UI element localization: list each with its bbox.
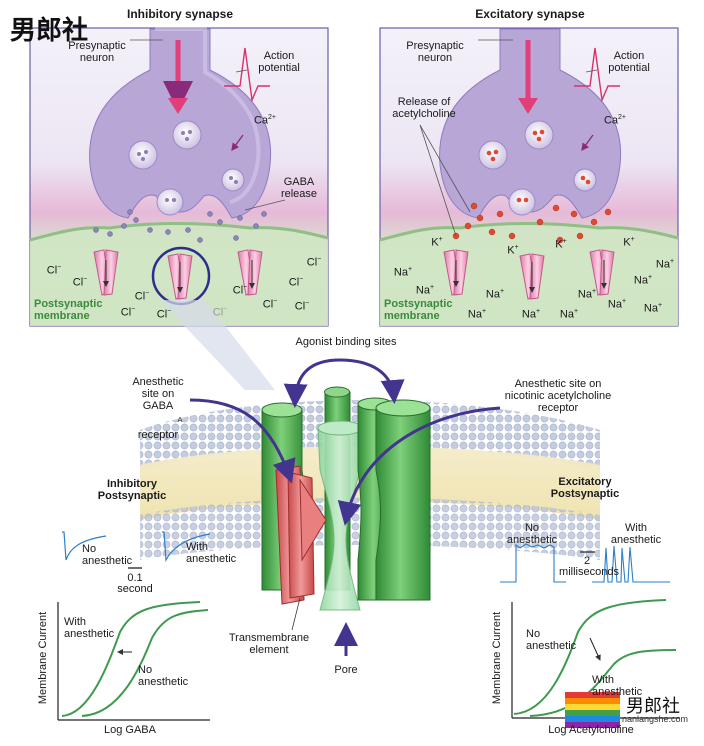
excitatory-traces xyxy=(500,543,670,583)
cl-ion: Cl− xyxy=(294,300,310,313)
excitatory-traces-heading: Excitatory Postsynaptic xyxy=(550,476,620,500)
inhibitory-trace-with-anesthetic-label: With anesthetic xyxy=(186,541,237,565)
ach-plot-with-label: With anesthetic xyxy=(592,674,643,698)
gaba-plot xyxy=(57,601,210,721)
pore-label: Pore xyxy=(334,664,358,676)
inhibitory-synapse-panel xyxy=(29,27,329,327)
inhibitory-trace-no-anesthetic-label: No anesthetic xyxy=(82,543,133,567)
excitatory-postsynaptic-label: Postsynaptic membrane xyxy=(384,298,453,322)
inhibitory-presynaptic-label: Presynaptic neuron xyxy=(68,40,126,64)
ach-plot-ylabel: Membrane Current xyxy=(491,611,503,705)
gaba-plot-with-label: With anesthetic xyxy=(64,616,115,640)
watermark-logo: 男郎社 xyxy=(10,16,89,46)
na-ion: Na+ xyxy=(393,266,413,279)
na-ion: Na+ xyxy=(633,274,653,287)
inhibitory-scale-value: 0.1 xyxy=(127,572,143,584)
watermark-logo-bottom: 男郎社 xyxy=(626,696,680,717)
ach-plot-xlabel: Log Acetylcholine xyxy=(548,724,634,736)
na-ion: Na+ xyxy=(467,308,487,321)
inhibitory-traces-heading: Inhibitory Postsynaptic xyxy=(97,478,167,502)
inhibitory-ca-label: Ca2+ xyxy=(253,114,277,127)
k-ion: K+ xyxy=(507,244,519,257)
excitatory-trace-with-anesthetic-label: With anesthetic xyxy=(610,522,662,546)
cl-ion: Cl− xyxy=(134,290,150,303)
excitatory-scale-value: 2 xyxy=(583,555,591,567)
inhibitory-action-potential-label: Action potential xyxy=(258,50,300,74)
cl-ion: Cl− xyxy=(72,276,88,289)
inhibitory-traces xyxy=(62,531,211,569)
anesthetic-nach-label: Anesthetic site on nicotinic acetylcholi… xyxy=(504,378,612,414)
agonist-sites-label: Agonist binding sites xyxy=(295,336,397,348)
inhibitory-scale-unit: second xyxy=(117,583,153,595)
inhibitory-panel-title: Inhibitory synapse xyxy=(126,7,234,21)
excitatory-scale-unit: milliseconds xyxy=(559,566,619,578)
transmembrane-label: Transmembrane element xyxy=(228,632,310,656)
watermark-flag xyxy=(565,692,620,728)
na-ion: Na+ xyxy=(415,284,435,297)
cl-ion: Cl− xyxy=(120,306,136,319)
na-ion: Na+ xyxy=(607,298,627,311)
na-ion: Na+ xyxy=(559,308,579,321)
cl-ion: Cl− xyxy=(306,256,322,269)
k-ion: K+ xyxy=(431,236,443,249)
receptor-channel xyxy=(189,358,501,656)
k-ion: K+ xyxy=(555,238,567,251)
cl-ion: Cl− xyxy=(46,264,62,277)
k-ion: K+ xyxy=(623,236,635,249)
na-ion: Na+ xyxy=(577,288,597,301)
excitatory-trace-no-anesthetic-label: No anesthetic xyxy=(506,522,558,546)
excitatory-presynaptic-label: Presynaptic neuron xyxy=(406,40,464,64)
gaba-plot-xlabel: Log GABA xyxy=(104,724,156,736)
cl-ion: Cl− xyxy=(262,298,278,311)
excitatory-ca-label: Ca2+ xyxy=(603,114,627,127)
ach-plot-no-label: No anesthetic xyxy=(526,628,577,652)
na-ion: Na+ xyxy=(485,288,505,301)
cl-ion: Cl− xyxy=(156,308,172,321)
excitatory-panel-title: Excitatory synapse xyxy=(475,7,585,21)
gaba-plot-ylabel: Membrane Current xyxy=(37,611,49,705)
watermark-url: nanlangshe.com xyxy=(622,714,689,724)
gaba-plot-no-label: No anesthetic xyxy=(138,664,189,688)
cl-ion: Cl− xyxy=(212,306,228,319)
na-ion: Na+ xyxy=(521,308,541,321)
excitatory-action-potential-label: Action potential xyxy=(608,50,650,74)
na-ion: Na+ xyxy=(643,302,663,315)
na-ion: Na+ xyxy=(655,258,675,271)
release-ach-label: Release of acetylcholine xyxy=(392,96,456,120)
cl-ion: Cl− xyxy=(232,284,248,297)
cl-ion: Cl− xyxy=(288,276,304,289)
excitatory-synapse-panel xyxy=(379,27,679,327)
inhibitory-postsynaptic-label: Postsynaptic membrane xyxy=(34,298,103,322)
gaba-release-label: GABA release xyxy=(280,176,318,200)
